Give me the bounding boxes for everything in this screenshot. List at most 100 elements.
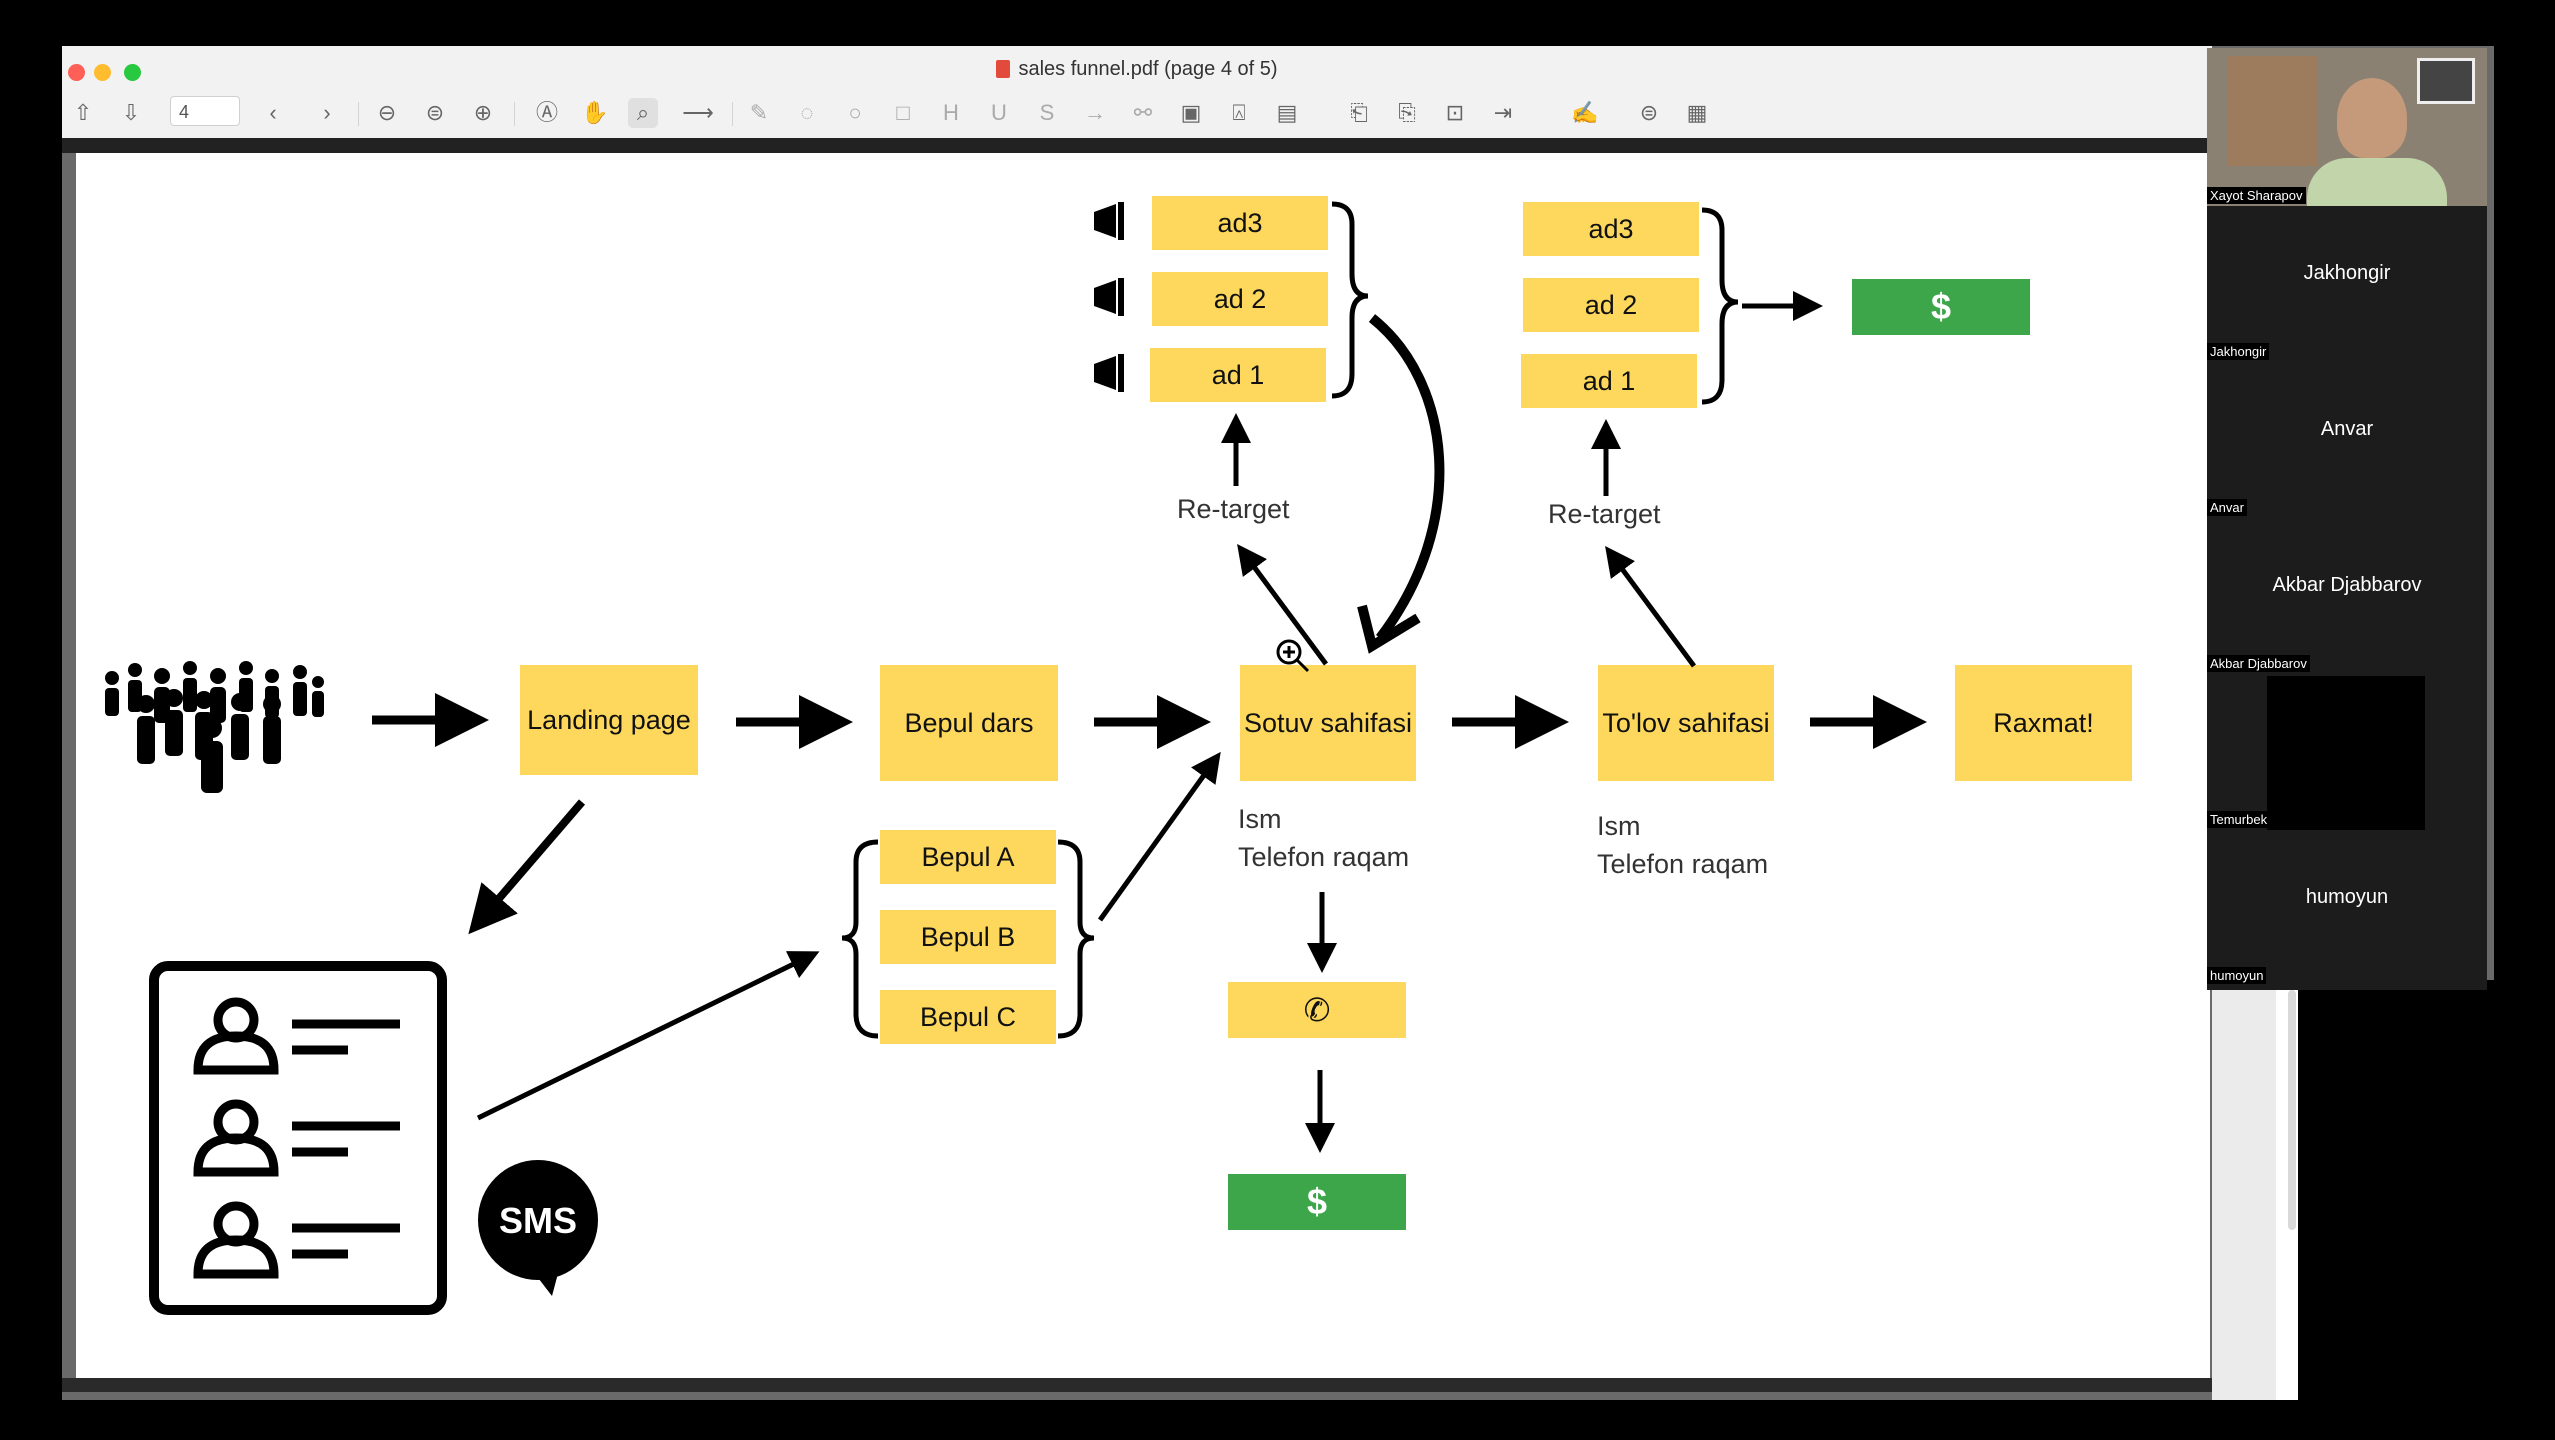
image-icon[interactable]: ▣ [1180, 100, 1202, 125]
arrow-tool-icon[interactable]: ⟶ [682, 100, 714, 125]
participant-video-off [2267, 676, 2425, 834]
bepul-b-box: Bepul B [880, 910, 1056, 964]
bepul-dars-box: Bepul dars [880, 665, 1058, 781]
money-box-top: $ [1852, 279, 2030, 335]
pdf-page [76, 153, 2210, 1378]
raxmat-box: Raxmat! [1955, 665, 2132, 781]
retarget-label-left: Re-target [1177, 494, 1290, 524]
pdf-icon [996, 60, 1011, 78]
zoom-cursor-icon [1276, 639, 1310, 673]
ad-box-left-3: ad3 [1152, 196, 1328, 250]
page-next-icon[interactable]: ⎘ [1398, 100, 1416, 125]
ad-box-right-2: ad 2 [1523, 278, 1699, 332]
arrow-bepul-sotuv-diag [1097, 751, 1221, 922]
toolbar-separator [732, 102, 733, 126]
participant-tag: Temurbek [2207, 811, 2271, 828]
rect-icon[interactable]: □ [896, 100, 910, 125]
bepul-c-box: Bepul C [880, 990, 1056, 1044]
highlight-icon[interactable]: H [943, 100, 959, 125]
close-button[interactable] [68, 64, 85, 81]
participant-tile[interactable]: Jakhongir Jakhongir [2207, 206, 2487, 362]
ad-box-right-1: ad 1 [1521, 354, 1697, 408]
down-arrow-icon[interactable]: ⇩ [121, 100, 141, 125]
megaphone-icon [1094, 278, 1124, 316]
tolov-sahifasi-box: To'lov sahifasi [1598, 665, 1774, 781]
zoom-button[interactable] [124, 64, 141, 81]
minimize-button[interactable] [94, 64, 111, 81]
page-number-field[interactable]: 4 [170, 96, 240, 126]
scrollbar-thumb[interactable] [2288, 990, 2296, 1230]
link-icon[interactable]: ⚯ [1133, 100, 1153, 125]
telefon-label: Telefon raqam [1597, 849, 1769, 879]
arrow-list-bepul [476, 951, 820, 1121]
toolbar: ⇧ ⇩ 4 ‹ › ⊖ ⊜ ⊕ Ⓐ ✋ ⌕ ⟶ ✎ ◌ ○ □ H U S → … [62, 94, 2212, 134]
text-select-icon[interactable]: Ⓐ [535, 100, 558, 125]
participant-name: humoyun [2305, 886, 2389, 908]
shape-icon[interactable]: ○ [848, 100, 862, 125]
toolbar-separator [514, 102, 515, 126]
sms-text: SMS [499, 1200, 577, 1241]
sidebar-icon[interactable]: ▦ [1686, 100, 1708, 125]
megaphone-icon [1094, 354, 1124, 392]
ism-label: Ism [1597, 811, 1641, 841]
insert-icon[interactable]: ⊜ [1639, 100, 1659, 125]
brace-bepul-right [1057, 839, 1095, 1039]
attach-icon[interactable]: ▤ [1276, 100, 1298, 125]
participant-tag: Anvar [2207, 499, 2247, 516]
hand-icon[interactable]: ✋ [581, 100, 609, 125]
participant-tag: humoyun [2207, 967, 2267, 984]
back-icon[interactable]: ‹ [269, 100, 277, 125]
participant-tag: Akbar Djabbarov [2207, 655, 2310, 672]
crowd-icon [105, 661, 324, 793]
export-icon[interactable]: ⇥ [1493, 100, 1513, 125]
money-box-bottom: $ [1228, 1174, 1406, 1230]
arrow-sotuv-retarget [1237, 543, 1329, 666]
arrow-tolov-retarget [1605, 545, 1697, 668]
ism-label: Ism [1238, 804, 1282, 834]
zoom-out-icon[interactable]: ⊖ [377, 100, 397, 125]
curved-arrow-head [1357, 604, 1421, 654]
phone-box: ✆ [1228, 982, 1406, 1038]
participant-name: Akbar Djabbarov [2272, 574, 2422, 596]
line-icon[interactable]: → [1084, 100, 1106, 125]
person-head [2337, 78, 2407, 158]
ad-box-left-2: ad 2 [1152, 272, 1328, 326]
zoom-fit-icon[interactable]: ⊜ [425, 100, 445, 125]
lasso-icon[interactable]: ◌ [800, 100, 814, 125]
crop-icon[interactable]: ⊡ [1445, 100, 1465, 125]
page-bottom-edge [62, 1378, 2212, 1392]
underline-icon[interactable]: U [991, 100, 1007, 125]
pen-icon[interactable]: ✎ [749, 100, 769, 125]
phone-icon: ✆ [1303, 992, 1331, 1028]
strikethrough-icon[interactable]: S [1039, 100, 1055, 125]
bepul-a-box: Bepul A [880, 830, 1056, 884]
page-prev-icon[interactable]: ⎗ [1350, 100, 1368, 125]
curved-arrow [1368, 314, 1445, 642]
participant-name: Anvar [2320, 418, 2374, 440]
participant-tile[interactable]: Akbar Djabbarov Akbar Djabbarov [2207, 518, 2487, 674]
stamp-icon[interactable]: ⍓ [1232, 100, 1246, 125]
tolov-fields: Ism Telefon raqam [1597, 807, 1768, 883]
braces [841, 201, 1739, 1039]
arrow-landing-list [468, 799, 586, 935]
forward-icon[interactable]: › [323, 100, 331, 125]
retarget-label-right: Re-target [1548, 499, 1661, 529]
bookshelf [2227, 56, 2317, 166]
window-right-margin [2298, 980, 2494, 1400]
participant-tile[interactable]: humoyun humoyun [2207, 830, 2487, 986]
title-bar: sales funnel.pdf (page 4 of 5) ⇧ ⇩ 4 ‹ ›… [62, 46, 2212, 139]
thin-arrows [476, 291, 1823, 1153]
host-video[interactable]: Xayot Sharapov [2207, 48, 2487, 206]
sign-icon[interactable]: ✍ [1571, 100, 1599, 125]
zoom-in-icon[interactable]: ⊕ [473, 100, 493, 125]
megaphone-icons [1094, 202, 1124, 392]
search-icon[interactable]: ⌕ [628, 98, 658, 128]
participant-tile[interactable]: Temurbek [2207, 674, 2487, 834]
ad-box-left-1: ad 1 [1150, 348, 1326, 402]
up-arrow-icon[interactable]: ⇧ [73, 100, 93, 125]
landing-page-box: Landing page [520, 665, 698, 775]
wall-frame [2417, 58, 2475, 104]
sotuv-fields: Ism Telefon raqam [1238, 800, 1409, 876]
participant-tile[interactable]: Anvar Anvar [2207, 362, 2487, 518]
